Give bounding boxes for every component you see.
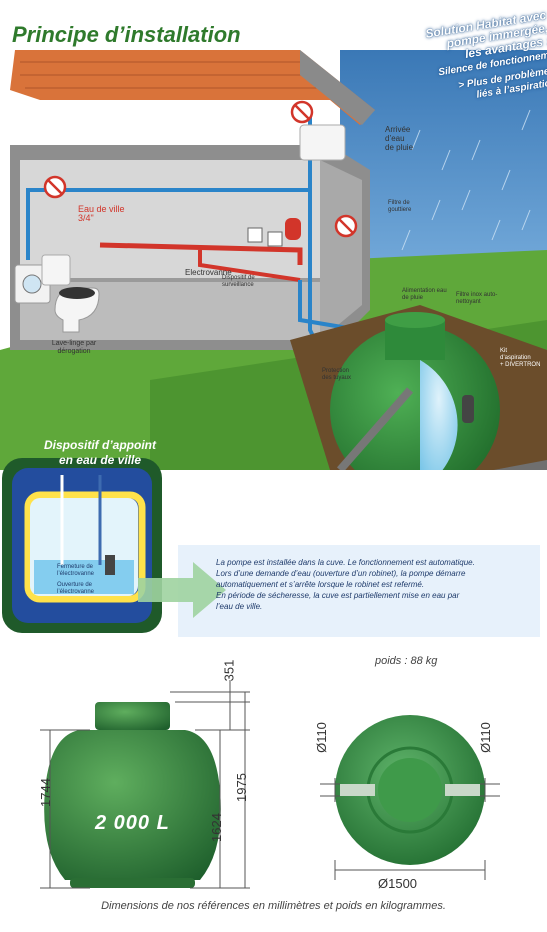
- label-text: Filtre de: [388, 200, 410, 206]
- tank-top-view: [320, 715, 500, 880]
- label-text: l’électrovanne: [57, 589, 95, 595]
- label-evacuation: Evacuation générale: [169, 477, 244, 498]
- label-text: gouttiere: [388, 207, 412, 213]
- dim-110-left: Ø110: [313, 722, 329, 753]
- label-text: l’électrovanne: [57, 571, 95, 577]
- info-line: En période de sécheresse, la cuve est pa…: [216, 591, 460, 600]
- label-text: Clapet: [388, 477, 406, 483]
- label-alimentation: Alimentation eau de pluie: [402, 288, 447, 301]
- installation-scene: [0, 50, 547, 470]
- arrow-icon: [138, 562, 226, 618]
- dim-1975: 1975: [233, 773, 249, 802]
- label-text: d’aspiration: [500, 355, 531, 361]
- label-text: 3/4": [78, 213, 94, 223]
- label-text: Ouverture de: [57, 582, 93, 588]
- dispositif-title: Dispositif d’appoint en eau de ville: [10, 438, 190, 468]
- label-text: Arrivée: [385, 125, 411, 134]
- info-line: l’eau de ville.: [216, 602, 263, 611]
- rain: [401, 109, 531, 251]
- info-box: La pompe est installée dans la cuve. Le …: [138, 545, 540, 637]
- tank-side-view: [40, 680, 250, 889]
- city-water-pipe: [99, 242, 303, 265]
- dim-351: 351: [221, 659, 237, 682]
- label-text: d’eau: [385, 134, 405, 143]
- dim-110-right: Ø110: [477, 722, 493, 753]
- capacity-label: 2 000 L: [95, 812, 170, 834]
- label-electrovanne: Electrovanne: [185, 268, 232, 277]
- info-line: Lors d’une demande d’eau (ouverture d’un…: [216, 569, 466, 578]
- label-text: de pluie: [385, 143, 414, 152]
- dim-1500: Ø1500: [378, 876, 418, 891]
- label-text: Eau de ville: [78, 204, 125, 214]
- info-line: La pompe est installée dans la cuve. Le …: [216, 558, 475, 567]
- label-text: Kit: [500, 348, 508, 354]
- label-filtre-auto: Filtre inox auto-nettoyant: [456, 292, 498, 305]
- label-text: Interrupteur: [500, 480, 532, 486]
- label-text: anti-retour: [388, 484, 416, 490]
- dispositif-panel: [2, 458, 162, 633]
- weight-label: poids : 88 kg: [375, 655, 438, 667]
- tank-water: [420, 360, 458, 470]
- label-text: Fermeture de: [57, 564, 94, 570]
- label-text: + DIVERTRON: [500, 362, 541, 368]
- dim-1624: 1624: [208, 813, 224, 842]
- label-surveillance: Dispositif de surveillance: [222, 275, 255, 288]
- evacuation-pipe: [493, 460, 547, 470]
- label-lave-linge: Lave-linge par dérogation: [51, 340, 97, 355]
- no-drinking-icon: [43, 100, 358, 238]
- label-text: Protection: [322, 368, 350, 374]
- label-text: des tuyaux: [322, 375, 352, 381]
- footer-note: Dimensions de nos références en millimèt…: [101, 900, 446, 912]
- dispositif-title-line: Dispositif d’appoint: [44, 438, 156, 452]
- label-text: à flotteur: [500, 487, 524, 493]
- info-line: automatiquement et s’arrête lorsque le r…: [216, 580, 425, 589]
- dispositif-title-line: en eau de ville: [58, 453, 142, 467]
- page-title: Principe d’installation: [12, 22, 241, 47]
- dim-1744: 1744: [37, 778, 53, 807]
